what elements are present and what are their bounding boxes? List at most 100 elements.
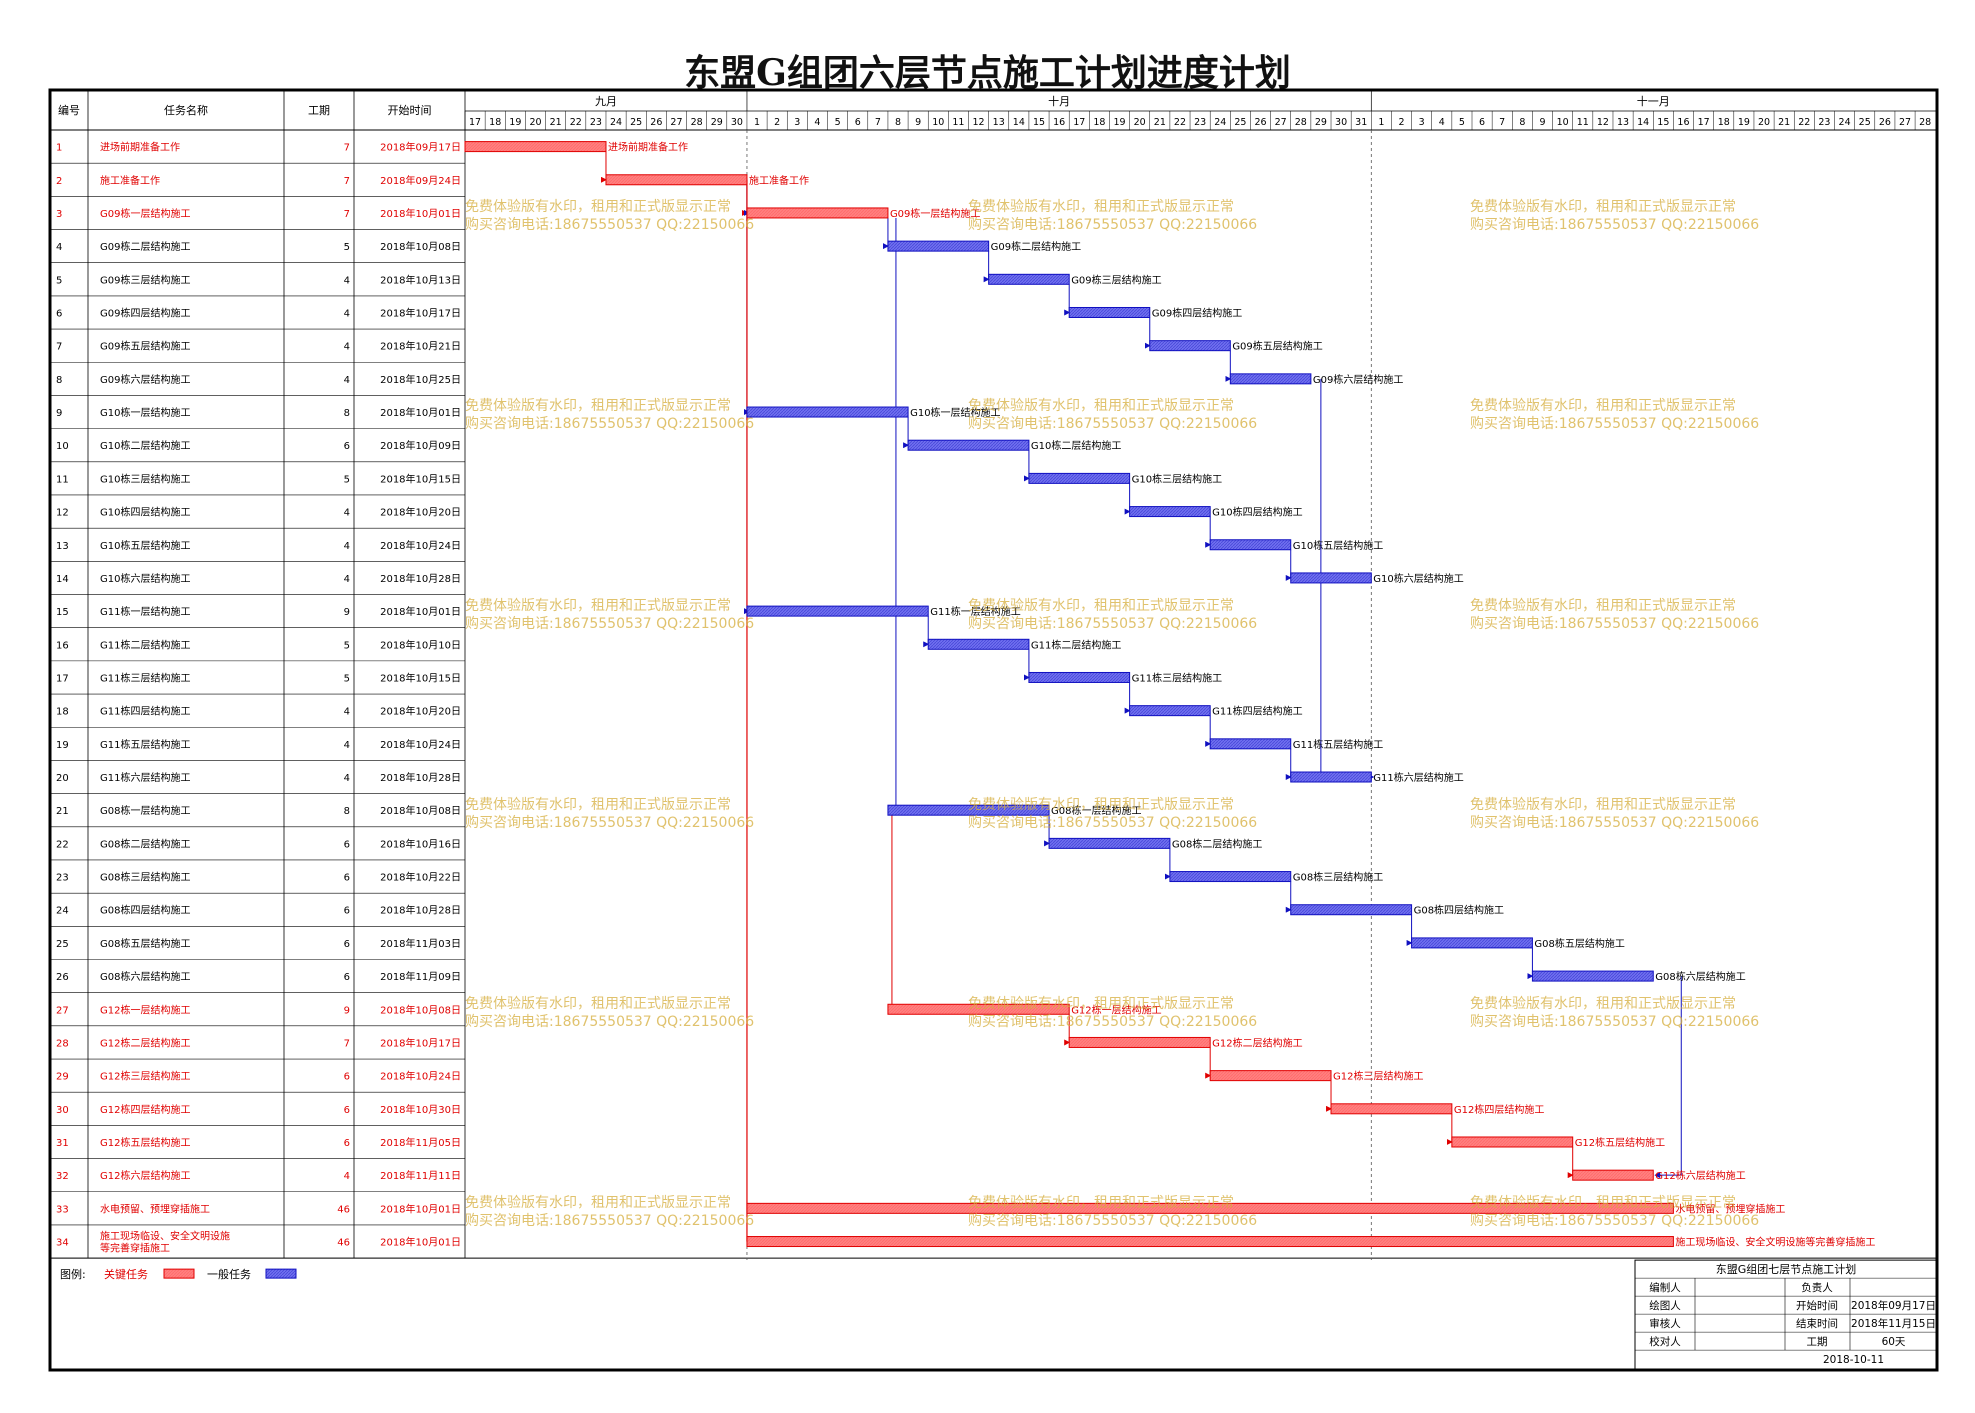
task-start: 2018年10月17日 bbox=[380, 306, 461, 319]
day-tick-label: 20 bbox=[1758, 117, 1770, 128]
bar-label: 进场前期准备工作 bbox=[608, 141, 688, 154]
day-tick-label: 24 bbox=[1839, 117, 1851, 128]
day-tick-label: 30 bbox=[731, 117, 743, 128]
task-id: 15 bbox=[56, 607, 69, 618]
task-id: 30 bbox=[56, 1105, 69, 1116]
day-tick-label: 4 bbox=[1439, 117, 1445, 128]
day-tick-label: 15 bbox=[1657, 117, 1669, 128]
day-tick-label: 14 bbox=[1637, 117, 1649, 128]
day-tick-label: 28 bbox=[1295, 117, 1307, 128]
bar-label: G11栋一层结构施工 bbox=[930, 605, 1020, 618]
bar-label: G09栋四层结构施工 bbox=[1152, 306, 1242, 319]
bar-label: G08栋一层结构施工 bbox=[1051, 804, 1141, 817]
task-name: G10栋五层结构施工 bbox=[100, 539, 190, 552]
task-duration: 6 bbox=[344, 839, 350, 850]
task-id: 7 bbox=[56, 342, 62, 353]
task-id: 23 bbox=[56, 873, 69, 884]
task-name: G12栋六层结构施工 bbox=[100, 1169, 190, 1182]
task-name: G08栋六层结构施工 bbox=[100, 970, 190, 983]
task-start: 2018年10月08日 bbox=[380, 240, 461, 253]
bar-label: G12栋三层结构施工 bbox=[1333, 1070, 1423, 1083]
task-start: 2018年11月03日 bbox=[380, 937, 461, 950]
day-tick-label: 10 bbox=[932, 117, 944, 128]
task-name: 水电预留、预埋穿插施工 bbox=[100, 1202, 210, 1215]
column-header-start: 开始时间 bbox=[388, 103, 432, 117]
bar-label: G08栋五层结构施工 bbox=[1534, 937, 1624, 950]
task-duration: 4 bbox=[344, 574, 350, 585]
month-label: 十一月 bbox=[1637, 94, 1670, 108]
day-tick-label: 17 bbox=[1073, 117, 1085, 128]
info-reviewer: 审核人 bbox=[1649, 1317, 1681, 1330]
day-tick-label: 6 bbox=[855, 117, 861, 128]
task-duration: 4 bbox=[344, 375, 350, 386]
gantt-bar bbox=[1209, 738, 1292, 750]
task-duration: 6 bbox=[344, 1105, 350, 1116]
gantt-bar bbox=[1129, 506, 1211, 518]
dependency-link bbox=[888, 217, 897, 814]
task-start: 2018年10月20日 bbox=[380, 705, 461, 718]
task-id: 8 bbox=[56, 375, 62, 386]
task-start: 2018年10月25日 bbox=[380, 373, 461, 386]
day-tick-label: 23 bbox=[1194, 117, 1206, 128]
task-name: G08栋一层结构施工 bbox=[100, 804, 190, 817]
task-name: G09栋二层结构施工 bbox=[100, 240, 190, 253]
task-name: G08栋四层结构施工 bbox=[100, 904, 190, 917]
gantt-bar bbox=[1048, 837, 1171, 849]
task-id: 11 bbox=[56, 474, 69, 485]
bar-label: G11栋五层结构施工 bbox=[1293, 738, 1383, 751]
legend-normal-swatch bbox=[265, 1268, 297, 1279]
task-start: 2018年10月01日 bbox=[380, 1236, 461, 1249]
bar-label: G10栋三层结构施工 bbox=[1132, 472, 1222, 485]
day-tick-label: 5 bbox=[1459, 117, 1465, 128]
task-id: 28 bbox=[56, 1038, 69, 1049]
day-tick-label: 3 bbox=[1419, 117, 1425, 128]
task-duration: 7 bbox=[344, 143, 350, 154]
task-start: 2018年11月11日 bbox=[380, 1169, 461, 1182]
gantt-bar bbox=[1149, 340, 1231, 352]
day-tick-label: 23 bbox=[1818, 117, 1830, 128]
task-start: 2018年10月20日 bbox=[380, 506, 461, 519]
day-tick-label: 22 bbox=[1174, 117, 1186, 128]
task-duration: 6 bbox=[344, 441, 350, 452]
task-name: G12栋二层结构施工 bbox=[100, 1036, 190, 1049]
day-tick-label: 20 bbox=[529, 117, 541, 128]
task-id: 3 bbox=[56, 209, 62, 220]
info-duration-label: 工期 bbox=[1807, 1336, 1828, 1348]
bar-label: G09栋三层结构施工 bbox=[1071, 273, 1161, 286]
bar-label: G10栋二层结构施工 bbox=[1031, 439, 1121, 452]
day-tick-label: 2 bbox=[774, 117, 780, 128]
bar-label: G10栋四层结构施工 bbox=[1212, 506, 1302, 519]
task-id: 21 bbox=[56, 806, 69, 817]
task-duration: 46 bbox=[337, 1204, 350, 1215]
day-tick-label: 19 bbox=[509, 117, 521, 128]
day-tick-label: 22 bbox=[1798, 117, 1810, 128]
bar-label: G12栋二层结构施工 bbox=[1212, 1036, 1302, 1049]
day-tick-label: 25 bbox=[630, 117, 642, 128]
info-owner-label: 负责人 bbox=[1801, 1281, 1833, 1294]
task-duration: 6 bbox=[344, 939, 350, 950]
task-duration: 6 bbox=[344, 1138, 350, 1149]
gantt-bar bbox=[1068, 1036, 1211, 1048]
info-duration-value: 60天 bbox=[1882, 1336, 1906, 1348]
task-id: 4 bbox=[56, 242, 62, 253]
bar-label: G09栋二层结构施工 bbox=[991, 240, 1081, 253]
task-id: 9 bbox=[56, 408, 62, 419]
gantt-bar bbox=[1411, 937, 1533, 949]
outer-frame bbox=[48, 88, 1939, 1372]
task-duration: 6 bbox=[344, 1072, 350, 1083]
task-duration: 9 bbox=[344, 1005, 350, 1016]
bar-label: G09栋五层结构施工 bbox=[1232, 340, 1322, 353]
task-name: G11栋六层结构施工 bbox=[100, 771, 190, 784]
task-duration: 4 bbox=[344, 342, 350, 353]
task-id: 14 bbox=[56, 574, 69, 585]
day-tick-label: 27 bbox=[1275, 117, 1287, 128]
gantt-bar bbox=[1028, 472, 1131, 484]
day-tick-label: 6 bbox=[1479, 117, 1485, 128]
day-tick-label: 18 bbox=[489, 117, 501, 128]
task-name: G10栋一层结构施工 bbox=[100, 406, 190, 419]
gantt-bar bbox=[887, 804, 1050, 816]
task-name: G12栋一层结构施工 bbox=[100, 1003, 190, 1016]
task-start: 2018年10月22日 bbox=[380, 871, 461, 884]
task-id: 32 bbox=[56, 1171, 69, 1182]
